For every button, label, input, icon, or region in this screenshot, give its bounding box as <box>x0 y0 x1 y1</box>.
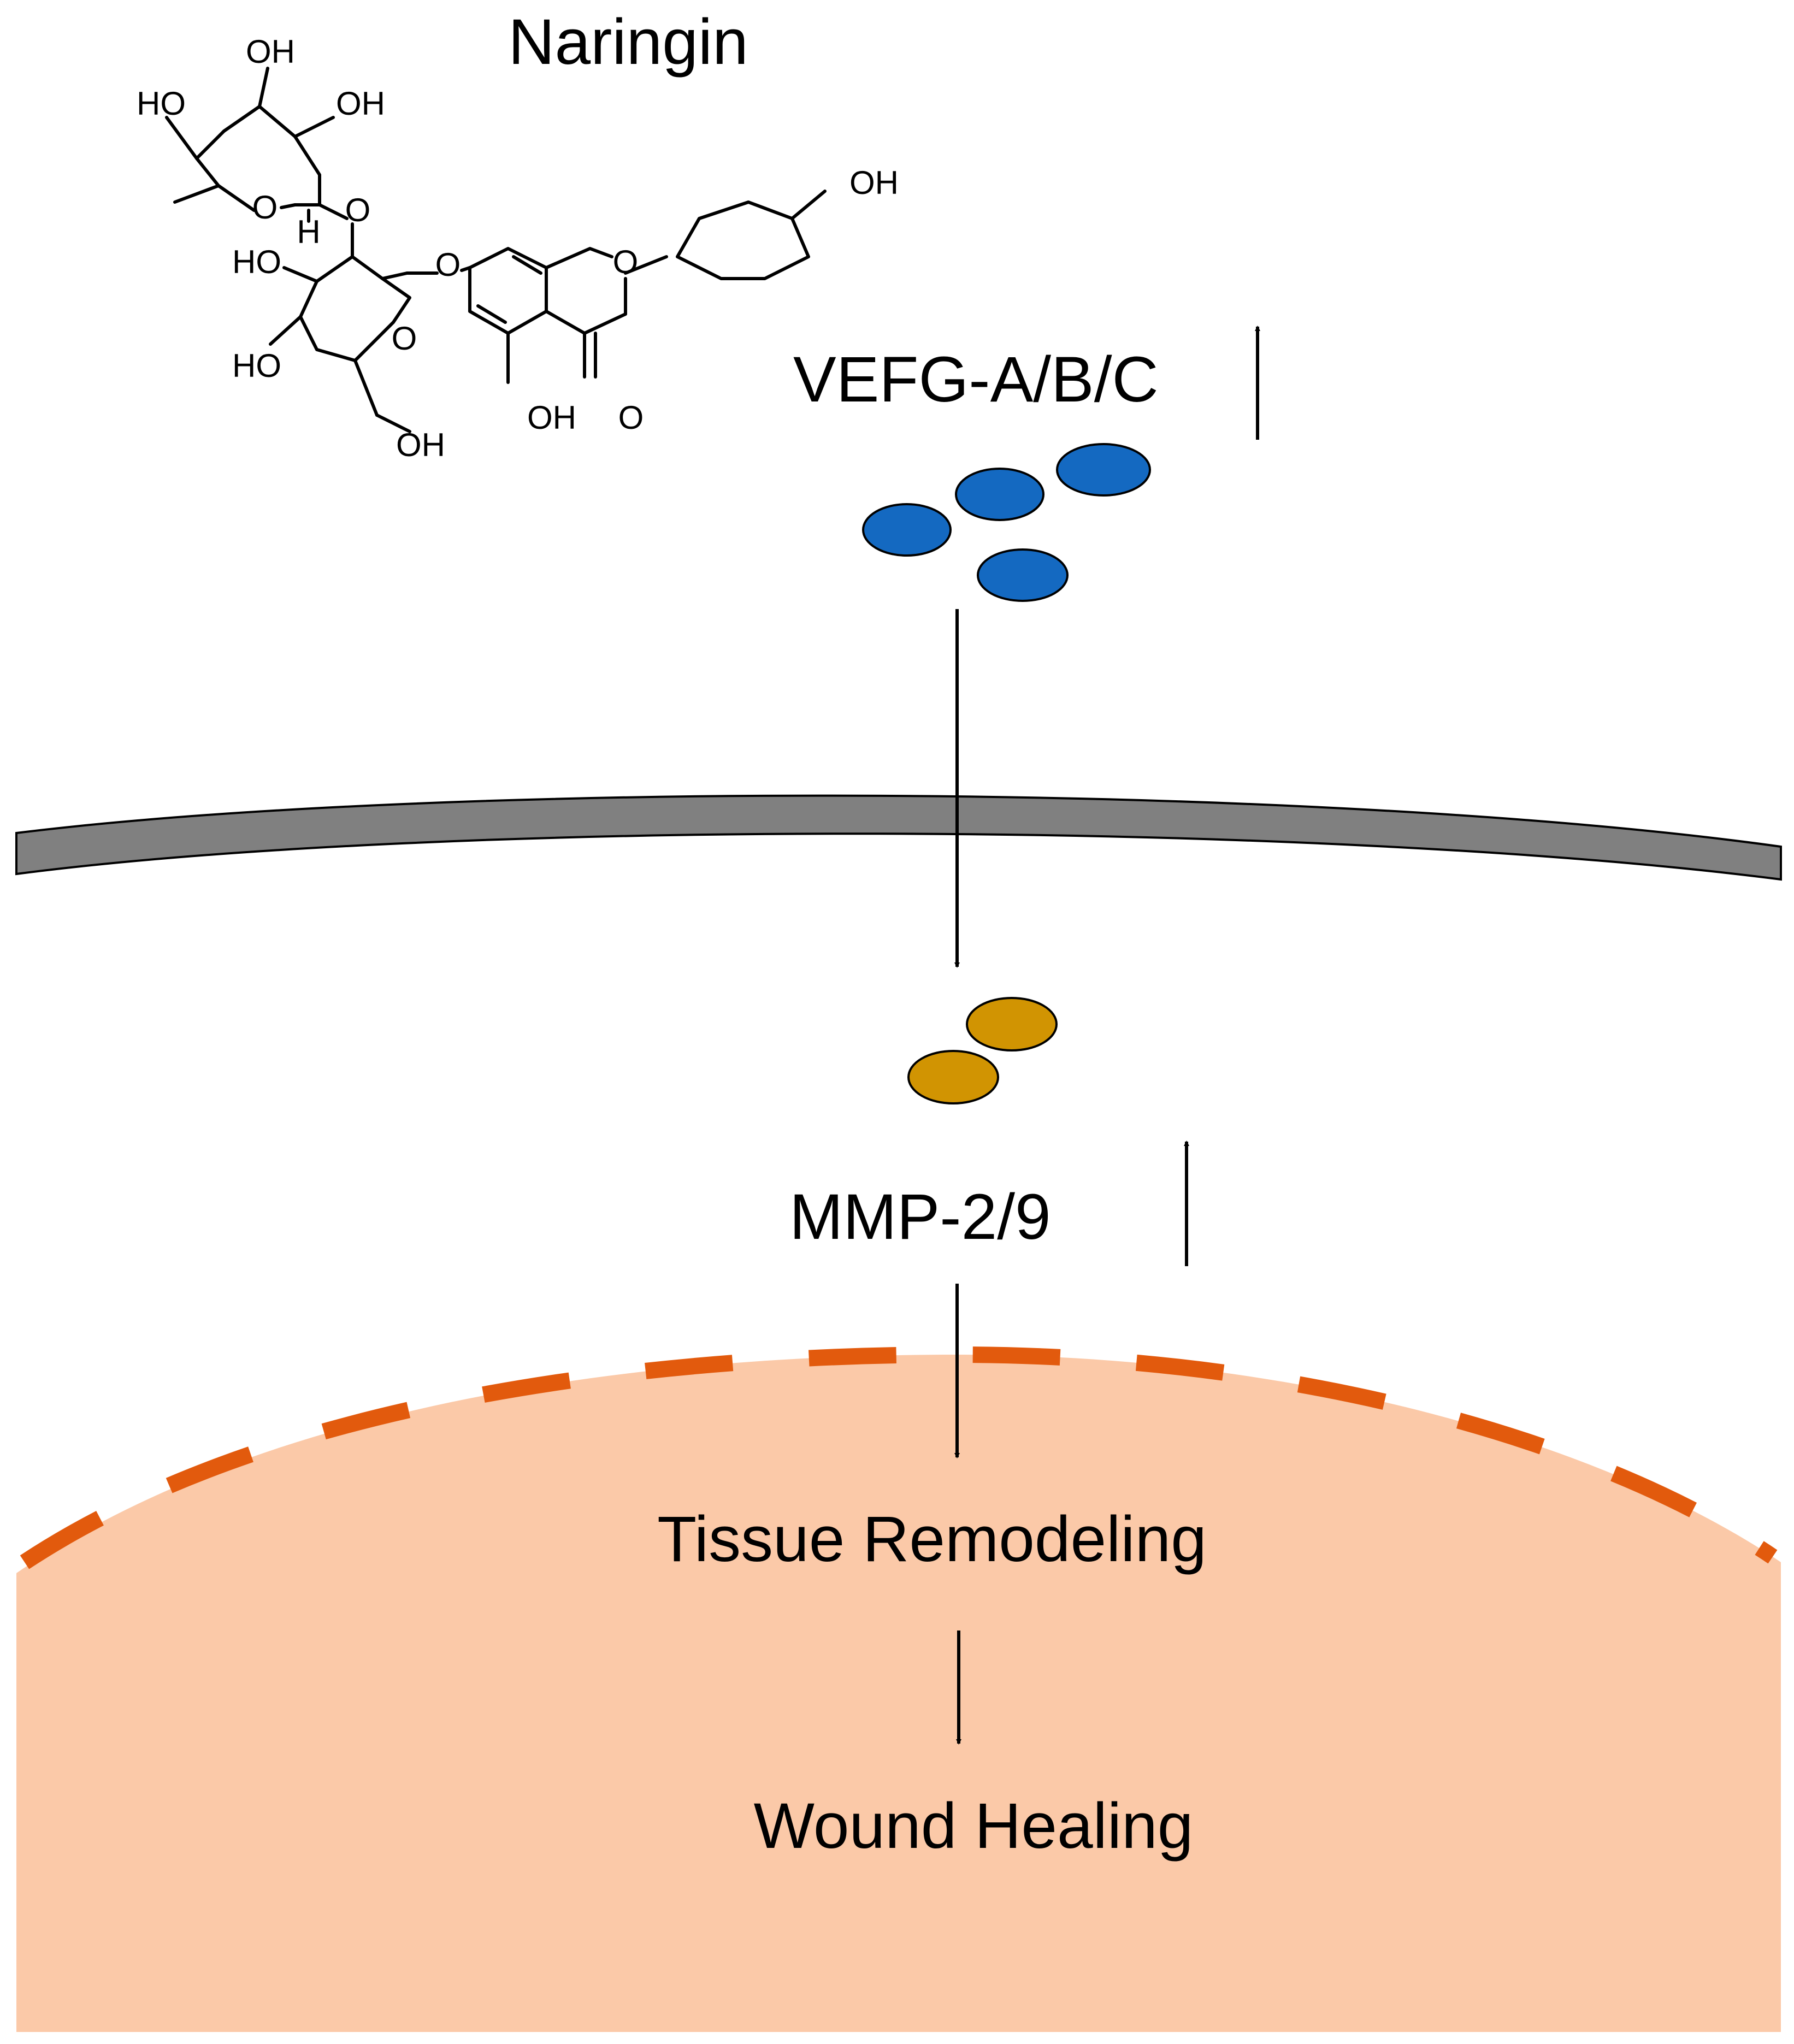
atom-o-keto: O <box>618 399 644 436</box>
tissue-remodeling-label: Tissue Remodeling <box>657 1503 1207 1575</box>
mmp-label: MMP-2/9 <box>789 1181 1051 1253</box>
atom-o-link1: O <box>345 192 371 228</box>
atom-o-chromane: O <box>613 244 639 280</box>
atom-o-link2: O <box>435 246 461 283</box>
atom-oh-5: OH <box>527 399 576 436</box>
vegf-protein-3 <box>1056 443 1151 497</box>
atom-h-anomeric: H <box>297 214 320 250</box>
atom-o-ring1: O <box>252 189 278 226</box>
atom-oh-top: OH <box>246 33 295 70</box>
atom-ho-glc2: HO <box>232 347 281 384</box>
naringin-molecule <box>165 67 827 433</box>
nucleus-region <box>16 1355 1781 2032</box>
atom-oh-right: OH <box>336 85 385 122</box>
atom-ho-glc1: HO <box>232 244 281 280</box>
title: Naringin <box>508 6 748 78</box>
vegf-protein-1 <box>862 503 952 557</box>
wound-healing-label: Wound Healing <box>754 1790 1194 1862</box>
atom-oh-ch2: OH <box>396 427 445 463</box>
vegf-protein-4 <box>977 548 1069 602</box>
mmp-protein-1 <box>966 997 1058 1051</box>
atom-oh-phenol: OH <box>849 164 899 201</box>
vegf-protein-2 <box>955 468 1044 521</box>
atom-o-ring2: O <box>392 320 417 357</box>
atom-ho-left: HO <box>137 85 186 122</box>
cell-membrane <box>15 794 1782 881</box>
mmp-protein-2 <box>907 1050 999 1104</box>
vegf-label: VEFG-A/B/C <box>793 344 1159 416</box>
